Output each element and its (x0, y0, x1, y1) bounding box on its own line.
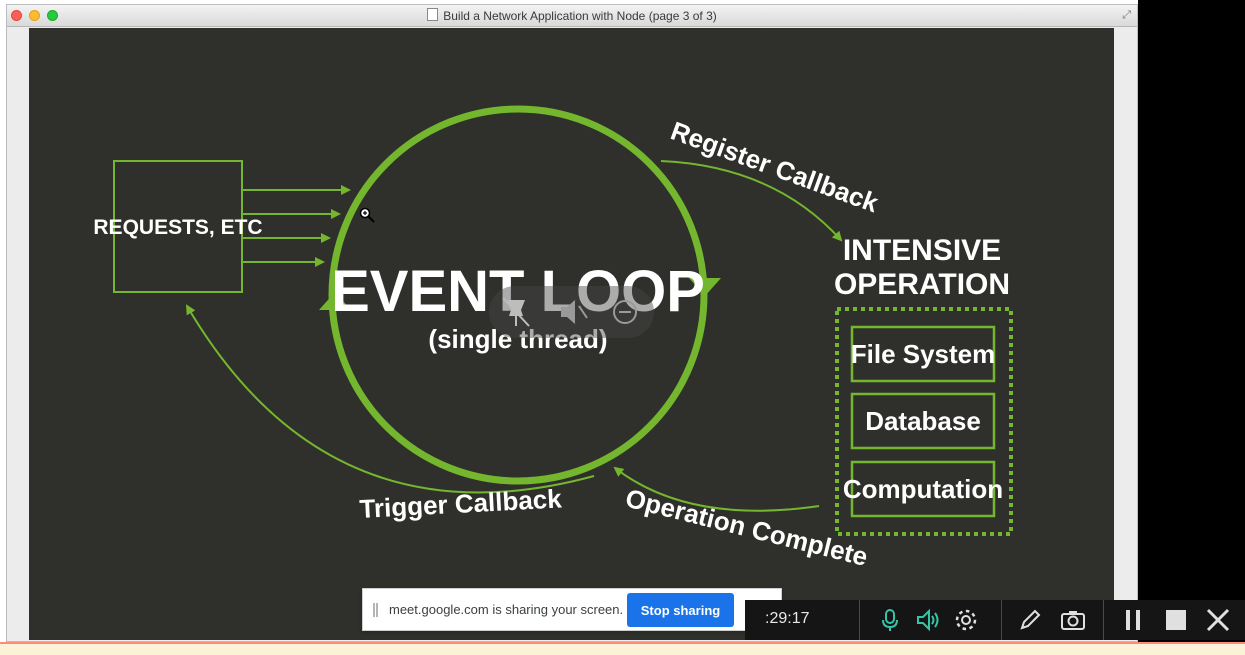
drag-handle-icon[interactable] (373, 603, 378, 617)
pencil-icon[interactable] (1017, 607, 1043, 633)
op-label-file-system: File System (851, 339, 996, 369)
microphone-icon[interactable] (877, 607, 903, 633)
loop-arrow-right (689, 278, 721, 296)
op-label-database: Database (865, 406, 981, 436)
floating-media-controls (489, 286, 654, 338)
pin-off-icon[interactable] (502, 297, 530, 327)
slide-canvas: REQUESTS, ETC EVENT LOOP (single thread)… (29, 28, 1114, 640)
event-loop-circle (328, 105, 708, 485)
register-callback-label: Register Callback (667, 115, 883, 218)
pause-icon[interactable] (1120, 607, 1146, 633)
op-box-file-system (850, 325, 996, 383)
document-icon (427, 8, 439, 21)
stop-icon[interactable] (1163, 607, 1189, 633)
toolbar-divider (1103, 600, 1104, 640)
fullscreen-icon[interactable]: ⤢ (1122, 9, 1131, 21)
meet-sharing-bar: meet.google.com is sharing your screen. … (362, 588, 782, 631)
recording-timer: :29:17 (765, 610, 810, 627)
event-loop-subtitle: (single thread) (428, 324, 607, 354)
op-label-computation: Computation (843, 474, 1003, 504)
close-window-button[interactable] (11, 10, 22, 21)
window-title: Build a Network Application with Node (p… (7, 8, 1137, 23)
desktop-background (1138, 0, 1245, 645)
requests-box (113, 160, 243, 293)
zoom-window-button[interactable] (47, 10, 58, 21)
op-box-computation (850, 460, 996, 518)
trigger-callback-arrow (185, 304, 595, 494)
toolbar-divider (1001, 600, 1002, 640)
camera-icon[interactable] (1060, 607, 1086, 633)
zoom-cursor-icon (359, 207, 375, 223)
taskbar-strip (0, 642, 1245, 655)
requests-label: REQUESTS, ETC (93, 216, 262, 239)
trigger-callback-label: Trigger Callback (359, 483, 563, 524)
speaker-icon[interactable] (915, 607, 941, 633)
intensive-label-line2: OPERATION (834, 268, 1010, 301)
volume-mute-icon[interactable] (561, 300, 588, 324)
register-callback-arrow (660, 160, 843, 242)
stop-sharing-button[interactable]: Stop sharing (627, 593, 734, 627)
toolbar-divider (859, 600, 860, 640)
window-titlebar: Build a Network Application with Node (p… (7, 5, 1137, 27)
loop-arrow-left (319, 292, 351, 310)
operation-complete-label: Operation Complete (623, 483, 871, 572)
gear-icon[interactable] (953, 607, 979, 633)
intensive-label-line1: INTENSIVE (843, 234, 1001, 267)
operation-complete-arrow (613, 466, 820, 512)
screen-recorder-toolbar: :29:17 (745, 600, 1245, 640)
sharing-message: meet.google.com is sharing your screen. (389, 602, 624, 617)
op-box-database (850, 392, 996, 450)
minimize-window-button[interactable] (29, 10, 40, 21)
close-icon[interactable] (1205, 607, 1231, 633)
window-title-text: Build a Network Application with Node (p… (443, 9, 717, 23)
minus-circle-icon[interactable] (613, 300, 637, 324)
